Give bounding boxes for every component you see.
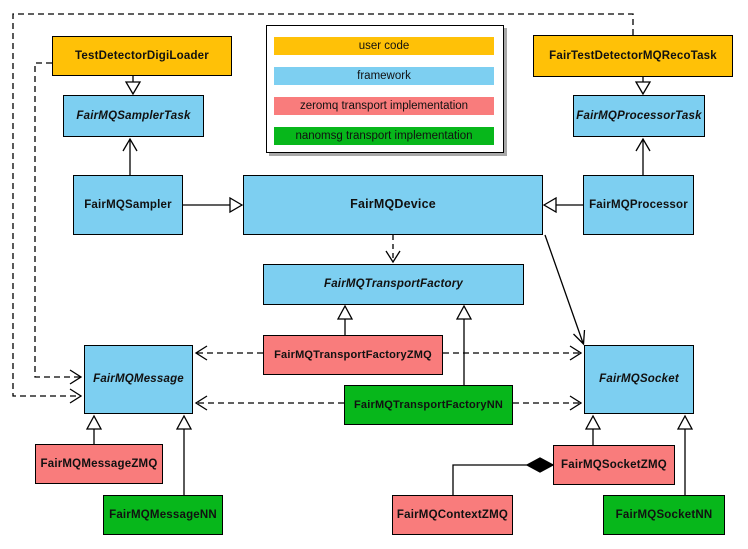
node-fairmq-message-zmq: FairMQMessageZMQ xyxy=(35,444,163,484)
arrow-socknn-to-socket xyxy=(676,414,694,495)
legend-zeromq: zeromq transport implementation xyxy=(274,97,494,115)
arrow-device-to-socket xyxy=(544,234,586,346)
node-test-detector-digi-loader: TestDetectorDigiLoader xyxy=(52,36,232,76)
arrow-tfzmq-to-message xyxy=(194,345,263,361)
node-fair-test-detector-mq-reco-task: FairTestDetectorMQRecoTask xyxy=(533,35,733,77)
arrow-msgnn-to-message xyxy=(175,414,193,495)
node-fairmq-processor-task: FairMQProcessorTask xyxy=(573,95,705,137)
arrow-device-to-transportfactory xyxy=(385,235,401,264)
arrow-tfnn-to-transportfactory xyxy=(455,304,473,385)
arrow-sampler-to-device xyxy=(183,196,244,214)
node-fairmq-message-nn: FairMQMessageNN xyxy=(103,495,223,535)
legend-zeromq-label: zeromq transport implementation xyxy=(299,100,469,112)
arrow-sockzmq-to-socket xyxy=(584,414,602,445)
arrow-tfzmq-to-socket xyxy=(443,345,583,361)
arrow-sampler-to-samplertask xyxy=(122,137,138,175)
legend-framework-label: framework xyxy=(357,70,411,82)
arrow-tfnn-to-socket xyxy=(513,395,583,411)
arrow-processor-to-device xyxy=(542,196,583,214)
node-fairmq-socket-nn: FairMQSocketNN xyxy=(603,495,725,535)
node-fairmq-transport-factory-nn: FairMQTransportFactoryNN xyxy=(344,385,513,425)
node-fairmq-sampler: FairMQSampler xyxy=(73,175,183,235)
legend-user-code-label: user code xyxy=(358,40,410,52)
legend-nanomsg: nanomsg transport implementation xyxy=(274,127,494,145)
arrow-tfzmq-to-transportfactory xyxy=(336,304,354,335)
arrow-recotask-to-message xyxy=(12,13,634,404)
arrow-contextzmq-to-sockzmq xyxy=(452,457,555,495)
legend-user-code: user code xyxy=(274,37,494,55)
legend: user code framework zeromq transport imp… xyxy=(266,25,504,153)
legend-nanomsg-label: nanomsg transport implementation xyxy=(295,130,473,142)
arrow-msgzmq-to-message xyxy=(85,414,103,444)
arrow-digiloader-to-samplertask xyxy=(124,76,142,96)
node-fairmq-device: FairMQDevice xyxy=(243,175,543,235)
node-fairmq-processor: FairMQProcessor xyxy=(583,175,694,235)
arrow-digiloader-to-message xyxy=(34,62,83,385)
node-fairmq-transport-factory: FairMQTransportFactory xyxy=(263,264,524,305)
node-fairmq-transport-factory-zmq: FairMQTransportFactoryZMQ xyxy=(263,335,443,375)
node-fairmq-sampler-task: FairMQSamplerTask xyxy=(63,95,204,137)
node-fairmq-message: FairMQMessage xyxy=(84,345,193,414)
node-fairmq-context-zmq: FairMQContextZMQ xyxy=(392,495,513,535)
arrow-processor-to-processortask xyxy=(635,137,651,175)
arrow-tfnn-to-message xyxy=(194,395,344,411)
node-fairmq-socket: FairMQSocket xyxy=(584,345,694,414)
node-fairmq-socket-zmq: FairMQSocketZMQ xyxy=(553,445,675,485)
arrow-recotask-to-processortask xyxy=(634,77,652,96)
legend-framework: framework xyxy=(274,67,494,85)
